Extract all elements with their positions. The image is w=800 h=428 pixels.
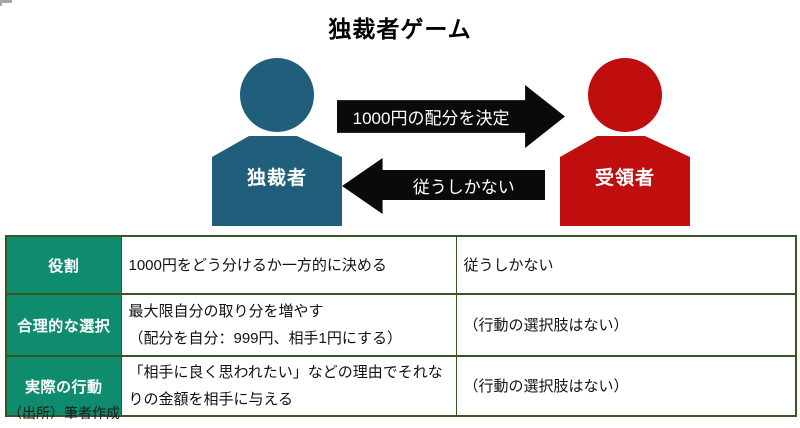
left-arrow-icon: 従うしかない xyxy=(342,158,545,214)
left-arrow-label: 従うしかない xyxy=(412,177,515,197)
person-body xyxy=(212,136,342,226)
table-row: 実際の行動 「相手に良く思われたい」などの理由でそれなりの金額を相手に与える （… xyxy=(5,355,797,417)
dictator-figure: 独裁者 xyxy=(212,56,342,226)
cell-rational-recipient: （行動の選択肢はない） xyxy=(455,293,797,357)
person-icon xyxy=(212,58,342,226)
table-row: 役割 1000円をどう分けるか一方的に決める 従うしかない xyxy=(5,235,797,295)
person-head xyxy=(240,58,314,132)
right-arrow-icon: 1000円の配分を決定 xyxy=(337,85,565,148)
source-note: （出所）筆者作成 xyxy=(8,405,120,421)
right-arrow-label: 1000円の配分を決定 xyxy=(352,108,510,128)
cell-actual-recipient: （行動の選択肢はない） xyxy=(455,355,797,417)
person-body xyxy=(560,136,690,226)
comparison-table: 役割 1000円をどう分けるか一方的に決める 従うしかない 合理的な選択 最大限… xyxy=(5,235,797,417)
cell-role-dictator: 1000円をどう分けるか一方的に決める xyxy=(120,235,457,295)
cell-rational-dictator: 最大限自分の取り分を増やす （配分を自分：999円、相手1円にする） xyxy=(120,293,457,357)
row-header-actual-behavior: 実際の行動 xyxy=(5,355,122,417)
cell-actual-dictator: 「相手に良く思われたい」などの理由でそれなりの金額を相手に与える xyxy=(120,355,457,417)
row-header-rational-choice: 合理的な選択 xyxy=(5,293,122,357)
recipient-figure: 受領者 xyxy=(560,56,690,226)
screen-edge-artifact xyxy=(0,0,12,6)
person-icon xyxy=(560,58,690,226)
cell-role-recipient: 従うしかない xyxy=(455,235,797,295)
row-header-role: 役割 xyxy=(5,235,122,295)
table-row: 合理的な選択 最大限自分の取り分を増やす （配分を自分：999円、相手1円にする… xyxy=(5,293,797,357)
person-head xyxy=(588,58,662,132)
dictator-label: 独裁者 xyxy=(246,168,307,189)
page-title: 独裁者ゲーム xyxy=(328,16,472,42)
recipient-label: 受領者 xyxy=(594,168,655,189)
